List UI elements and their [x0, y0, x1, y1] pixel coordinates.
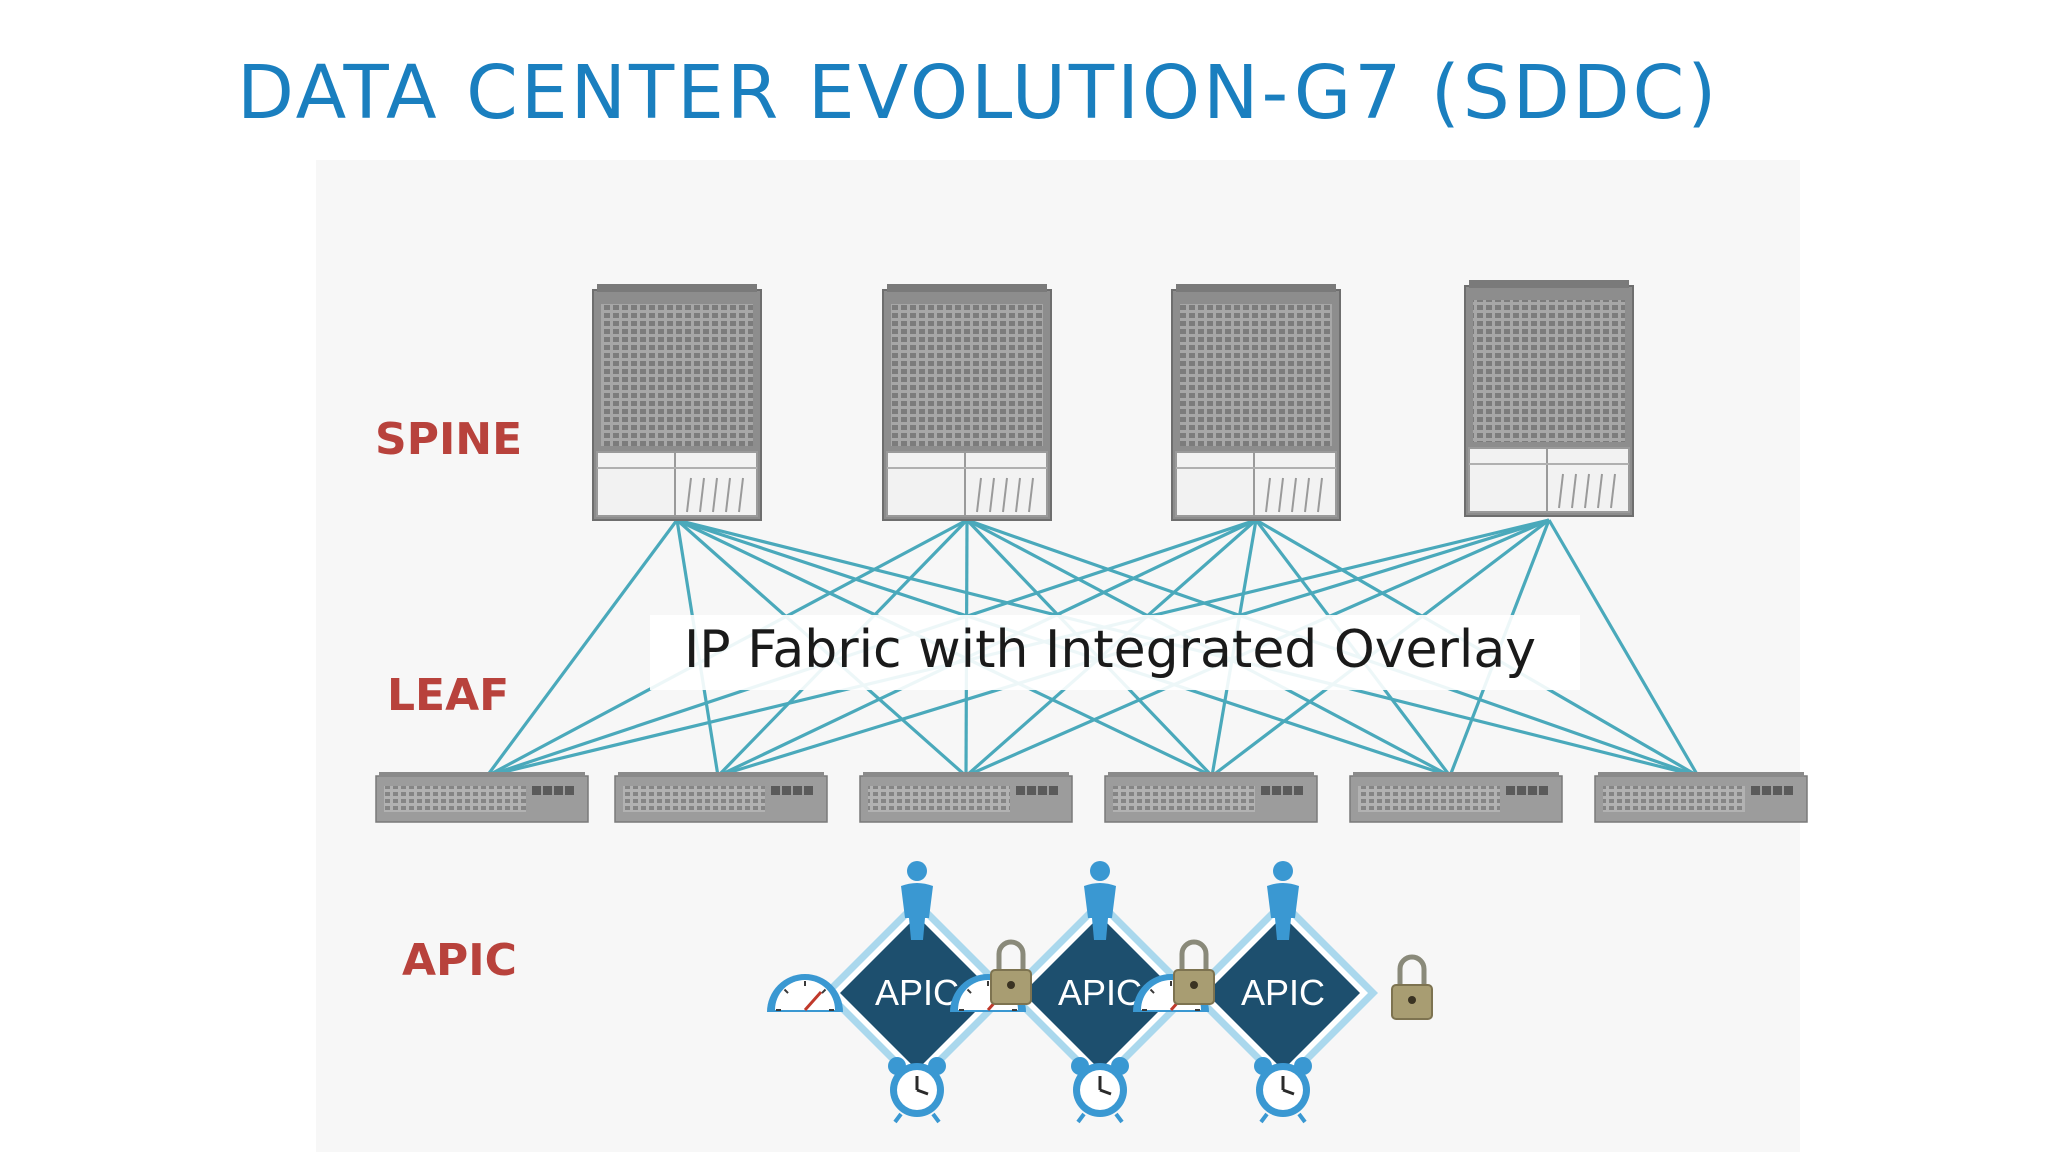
- leaf-switch: [375, 772, 589, 823]
- spine-switches: [592, 280, 1634, 521]
- fabric-link: [485, 519, 679, 777]
- person-icon: [1267, 861, 1299, 940]
- tier-label-apic: APIC: [402, 935, 517, 986]
- apic-label: APIC: [1241, 972, 1325, 1013]
- page-title: DATA CENTER EVOLUTION-G7 (SDDC): [237, 50, 1720, 136]
- leaf-switch: [859, 772, 1073, 823]
- tier-label-leaf: LEAF: [387, 670, 509, 721]
- lock-icon: [990, 939, 1032, 1005]
- tier-label-spine: SPINE: [375, 414, 522, 465]
- leaf-switch: [614, 772, 828, 823]
- spine-switch: [1171, 284, 1341, 521]
- leaf-switches: [375, 772, 1808, 823]
- leaf-switch: [1104, 772, 1318, 823]
- apic-node: APIC: [822, 861, 1012, 1124]
- spine-switch: [882, 284, 1052, 521]
- leaf-switch: [1594, 772, 1808, 823]
- fabric-link: [1547, 519, 1700, 777]
- alarm-clock-icon: [1071, 1057, 1129, 1124]
- apic-node: APIC: [1188, 861, 1378, 1124]
- apic-label: APIC: [1058, 972, 1142, 1013]
- person-icon: [1084, 861, 1116, 940]
- lock-icon: [1391, 954, 1433, 1020]
- apic-cluster: APIC APIC APIC: [767, 861, 1433, 1124]
- leaf-switch: [1349, 772, 1563, 823]
- fabric-label-backdrop: [650, 615, 1580, 690]
- fabric-label: IP Fabric with Integrated Overlay: [684, 620, 1536, 680]
- gauge-icon: [767, 974, 843, 1012]
- alarm-clock-icon: [888, 1057, 946, 1124]
- lock-icon: [1173, 939, 1215, 1005]
- apic-label: APIC: [875, 972, 959, 1013]
- spine-switch: [592, 284, 762, 521]
- spine-switch: [1464, 280, 1634, 517]
- apic-node: APIC: [1005, 861, 1195, 1124]
- person-icon: [901, 861, 933, 940]
- alarm-clock-icon: [1254, 1057, 1312, 1124]
